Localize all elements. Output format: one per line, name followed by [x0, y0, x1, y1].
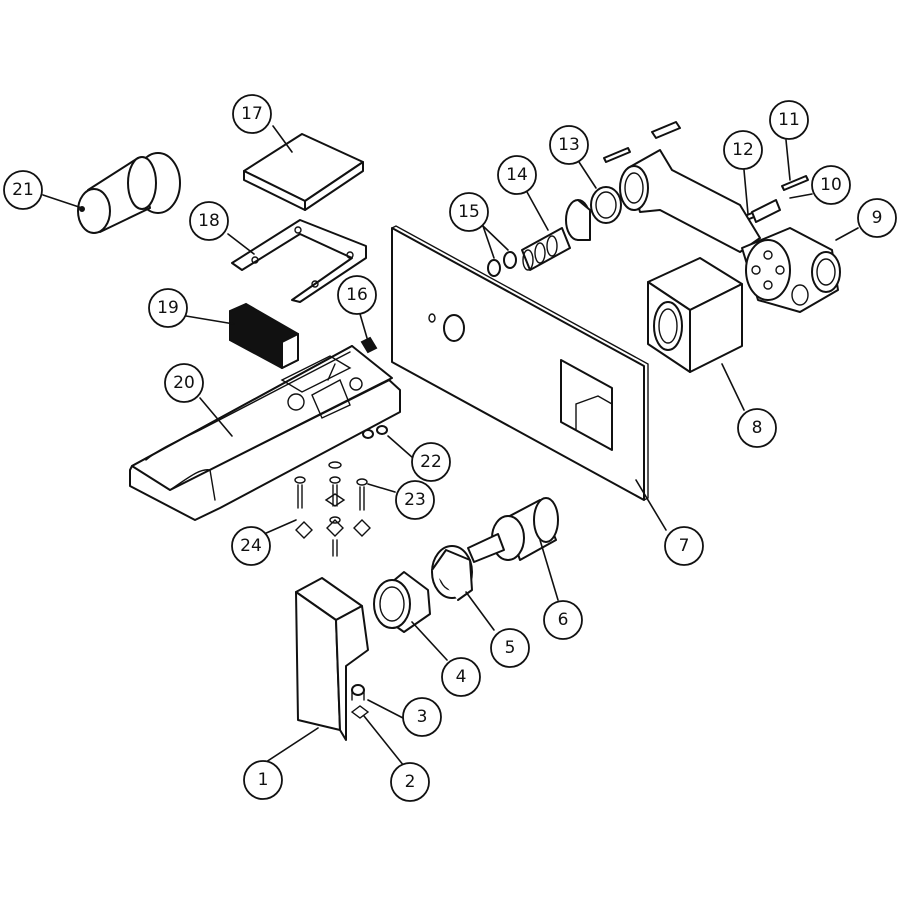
part-5-collar: [431, 545, 473, 601]
callout-label: 11: [778, 110, 800, 130]
callout-label: 8: [752, 418, 763, 438]
leader-lines: [42, 125, 859, 767]
part-7-wall-plate: [391, 225, 649, 501]
callout-label: 2: [405, 772, 416, 792]
callout-22: 22: [411, 442, 451, 482]
part-13-o-ring: [590, 186, 622, 224]
callout-label: 17: [241, 104, 263, 124]
callout-8: 8: [737, 408, 777, 448]
callout-label: 19: [157, 298, 179, 318]
callout-24: 24: [231, 526, 271, 566]
callout-19: 19: [148, 288, 188, 328]
callout-18: 18: [189, 201, 229, 241]
part-pipe-elbow: [619, 149, 761, 253]
callout-16: 16: [337, 275, 377, 315]
callout-2: 2: [390, 762, 430, 802]
part-16-grub-screw: [360, 336, 378, 354]
callout-label: 13: [558, 135, 580, 155]
part-21-spout-cylinder: [77, 152, 181, 234]
callout-13: 13: [549, 125, 589, 165]
callout-label: 6: [558, 610, 569, 630]
callout-1: 1: [243, 760, 283, 800]
callout-label: 3: [417, 707, 428, 727]
callout-12: 12: [723, 130, 763, 170]
callout-11: 11: [769, 100, 809, 140]
callout-label: 22: [420, 452, 442, 472]
callout-label: 23: [404, 490, 426, 510]
callout-label: 16: [346, 285, 368, 305]
callout-4: 4: [441, 657, 481, 697]
callout-17: 17: [232, 94, 272, 134]
callout-23: 23: [395, 480, 435, 520]
callout-label: 9: [872, 208, 883, 228]
callout-6: 6: [543, 600, 583, 640]
callout-5: 5: [490, 628, 530, 668]
callout-3: 3: [402, 697, 442, 737]
part-20-spout-body: [129, 345, 401, 521]
part-4-shroud: [373, 571, 431, 633]
callout-label: 7: [679, 536, 690, 556]
callout-label: 12: [732, 140, 754, 160]
part-9-valve-body: [741, 227, 841, 313]
callout-label: 18: [198, 211, 220, 231]
part-22-plugs: [362, 425, 388, 439]
callout-label: 21: [12, 180, 34, 200]
callout-20: 20: [164, 363, 204, 403]
callout-14: 14: [497, 155, 537, 195]
callout-21: 21: [3, 170, 43, 210]
part-17-cap-plate: [243, 133, 364, 211]
callout-label: 1: [258, 770, 269, 790]
part-23-24-screws-nuts: [294, 461, 371, 557]
part-1-lever-handle: [295, 577, 369, 741]
callout-label: 5: [505, 638, 516, 658]
part-15-o-rings: [487, 251, 517, 277]
callout-9: 9: [857, 198, 897, 238]
callout-label: 20: [173, 373, 195, 393]
callout-label: 14: [506, 165, 528, 185]
part-2-3-handle-fixings: [350, 684, 370, 719]
callout-label: 15: [458, 202, 480, 222]
part-14-cartridge-stem: [521, 199, 591, 271]
part-19-aerator: [229, 302, 299, 370]
callout-label: 10: [820, 175, 842, 195]
callout-15: 15: [449, 192, 489, 232]
part-18-bracket: [231, 219, 367, 303]
callout-10: 10: [811, 165, 851, 205]
part-8-escutcheon: [647, 257, 743, 373]
part-6-cartridge: [467, 497, 559, 563]
callout-7: 7: [664, 526, 704, 566]
callout-label: 4: [456, 667, 467, 687]
callout-label: 24: [240, 536, 262, 556]
